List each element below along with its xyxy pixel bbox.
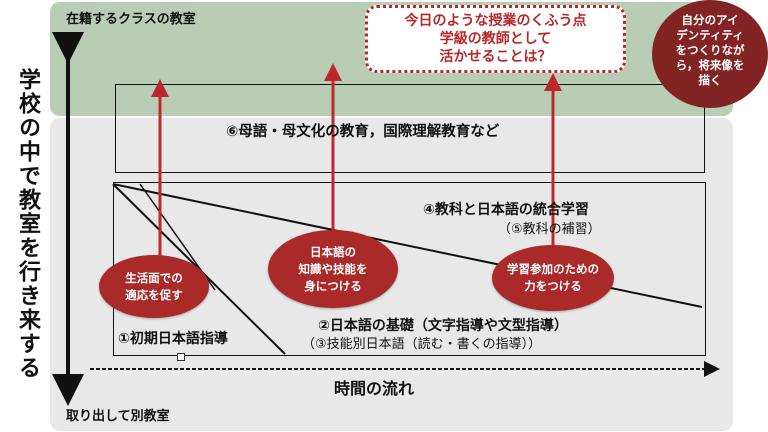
goal-text: デンティティ bbox=[676, 28, 744, 42]
goal-japanese-skills: 日本語の知識や技能を身につける bbox=[268, 230, 398, 308]
question-text: 今日のような授業のくふう点 bbox=[404, 13, 587, 29]
goal-life-adaptation: 生活面での適応を促す bbox=[99, 255, 209, 318]
stage2-label: ②日本語の基礎（文字指導や文型指導） bbox=[318, 318, 568, 334]
goal-text: 日本語の bbox=[310, 244, 356, 259]
goal-text: ら，将来像を bbox=[675, 58, 745, 72]
stage4-label: ④教科と日本語の統合学習 bbox=[423, 202, 589, 218]
goal-text: 自分のアイ bbox=[681, 13, 739, 27]
goal-text: 力をつける bbox=[524, 279, 582, 293]
goal-text: 描く bbox=[698, 73, 722, 87]
stage6-label: ⑥母語・母文化の教育，国際理解教育など bbox=[226, 124, 500, 140]
vertical-axis-label: 学校の中で教室を行き来する bbox=[15, 68, 40, 380]
resize-handle[interactable] bbox=[177, 353, 185, 361]
question-text: 学級の教師として bbox=[439, 31, 552, 47]
stage1-label: ①初期日本語指導 bbox=[118, 331, 228, 347]
goal-text: をつくりなが bbox=[675, 43, 745, 57]
goal-identity: 自分のアイデンティティをつくりながら，将来像を描く bbox=[652, 0, 768, 108]
goal-text: 生活面での bbox=[125, 270, 183, 285]
goal-learning-participation: 学習参加のための力をつける bbox=[492, 245, 614, 311]
question-text: 活かせることは？ bbox=[439, 49, 552, 65]
time-axis-label: 時間の流れ bbox=[334, 379, 415, 398]
goal-text: 学習参加のための bbox=[507, 262, 599, 276]
top-zone-label: 在籍するクラスの教室 bbox=[66, 12, 196, 27]
stage3-label: （③技能別日本語（読む・書くの指導）） bbox=[302, 337, 542, 352]
stage6-box bbox=[115, 84, 705, 173]
stage5-label: （⑤教科の補習） bbox=[498, 222, 601, 237]
goal-text: 適応を促す bbox=[125, 287, 183, 302]
goal-text: 知識や技能を bbox=[298, 261, 368, 276]
bottom-zone-label: 取り出して別教室 bbox=[66, 409, 170, 424]
question-callout: 今日のような授業のくふう点学級の教師として活かせることは？ bbox=[365, 5, 626, 73]
goal-text: 身につける bbox=[304, 278, 362, 293]
